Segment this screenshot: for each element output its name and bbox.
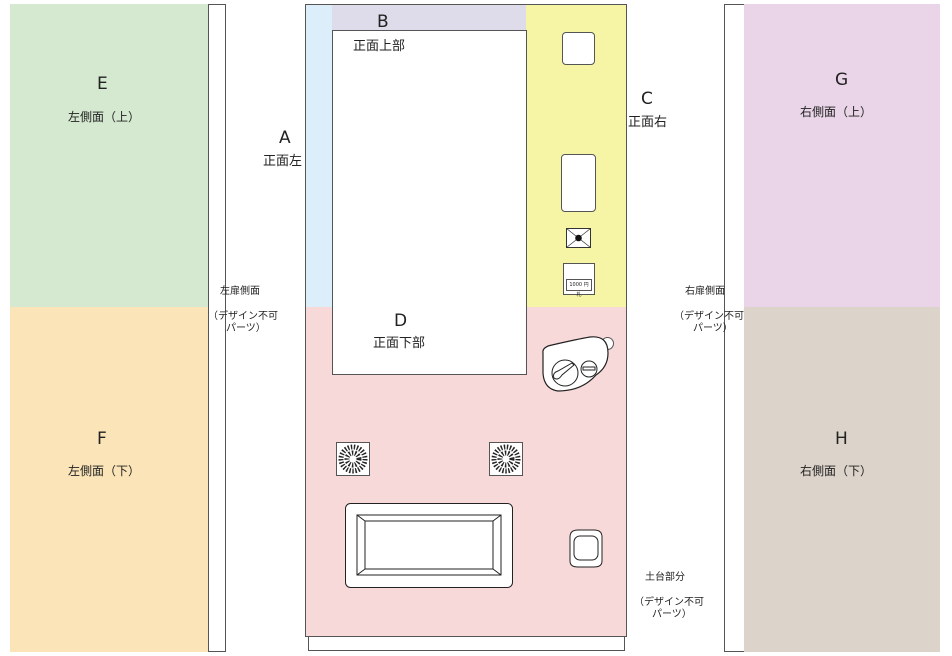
panel-d-letter: D bbox=[394, 311, 408, 331]
panel-h-letter: H bbox=[835, 429, 848, 449]
panel-g-letter: G bbox=[835, 70, 849, 90]
base-note1: （デザイン不可 bbox=[634, 597, 704, 608]
left-door-strip bbox=[208, 4, 226, 652]
panel-h bbox=[744, 307, 940, 652]
panel-e bbox=[10, 4, 209, 308]
left-door-note2: パーツ） bbox=[226, 323, 266, 334]
panel-b-letter: B bbox=[377, 12, 389, 32]
panel-c-label: 正面右 bbox=[628, 115, 668, 130]
panel-h-label: 右側面（下） bbox=[800, 464, 873, 478]
panel-a bbox=[306, 5, 333, 307]
panel-e-letter: E bbox=[97, 74, 108, 94]
panel-c-letter: C bbox=[641, 89, 653, 109]
panel-e-label: 左側面（上） bbox=[68, 110, 141, 124]
right-door-note1: （デザイン不可 bbox=[674, 311, 744, 322]
left-door-note1: （デザイン不可 bbox=[208, 311, 278, 322]
right-door-title: 右扉側面 bbox=[685, 286, 725, 297]
panel-a-label: 正面左 bbox=[263, 154, 303, 169]
panel-a-letter: A bbox=[279, 128, 291, 148]
card-reader-icon bbox=[566, 228, 591, 248]
right-door-note2: パーツ） bbox=[693, 323, 733, 334]
base-plinth bbox=[308, 636, 625, 651]
left-door-title: 左扉側面 bbox=[220, 286, 260, 297]
base-title: 土台部分 bbox=[645, 572, 685, 583]
selection-button[interactable] bbox=[562, 32, 595, 65]
panel-f bbox=[10, 307, 209, 652]
panel-d-label: 正面下部 bbox=[373, 336, 426, 351]
panel-b bbox=[332, 5, 527, 31]
coin-mechanism-icon[interactable] bbox=[538, 333, 612, 395]
speaker-right-icon bbox=[489, 442, 523, 476]
panel-f-letter: F bbox=[97, 429, 107, 449]
panel-f-label: 左側面（下） bbox=[68, 464, 141, 478]
panel-g bbox=[744, 4, 940, 308]
base-note2: パーツ） bbox=[652, 609, 692, 620]
speaker-left-icon bbox=[336, 442, 370, 476]
panel-g-label: 右側面（上） bbox=[800, 105, 873, 119]
bill-slot-label: 1000 円札 bbox=[569, 282, 589, 298]
display-window bbox=[332, 30, 527, 375]
bill-slot-plate: 1000 円札 bbox=[566, 279, 592, 298]
bill-slot[interactable]: 1000 円札 bbox=[563, 263, 595, 298]
product-outlet[interactable] bbox=[345, 503, 513, 588]
display-screen bbox=[561, 154, 596, 212]
coin-return-icon[interactable] bbox=[566, 529, 606, 569]
panel-b-label: 正面上部 bbox=[353, 39, 406, 54]
